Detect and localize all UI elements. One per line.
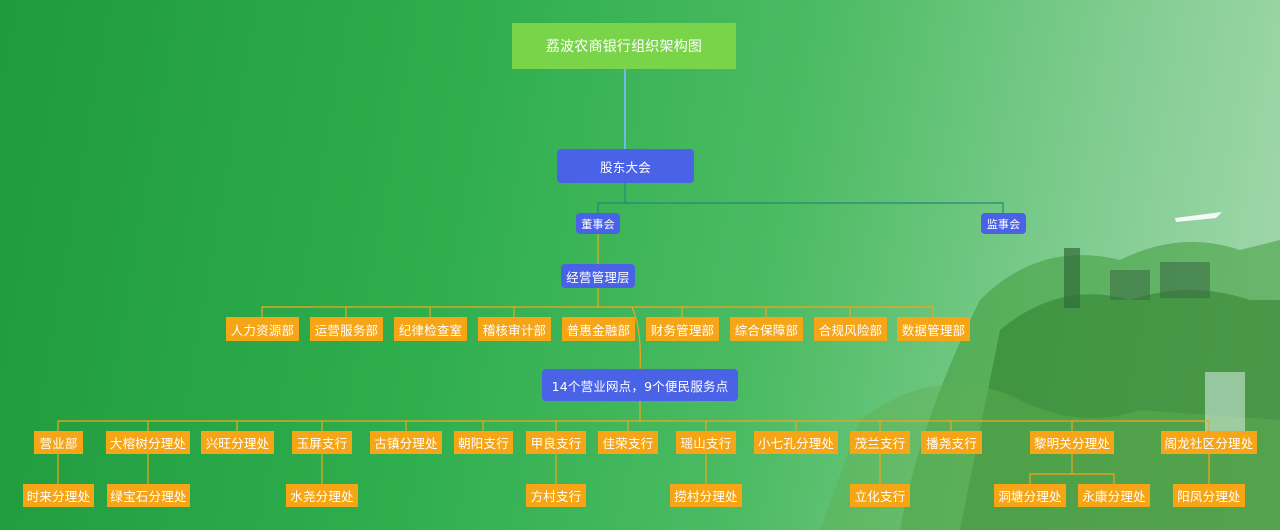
department-node: 财务管理部 [646, 317, 719, 341]
connector-line [57, 420, 1210, 431]
network-node: 14个营业网点，9个便民服务点 [542, 369, 738, 401]
management-node: 经营管理层 [561, 264, 635, 288]
sub-branch-node: 洞塘分理处 [994, 484, 1066, 507]
shareholders-node: 股东大会 [557, 149, 694, 183]
branch-node: 瑶山支行 [676, 431, 736, 454]
chart-title: 荔波农商银行组织架构图 [512, 23, 736, 69]
branch-node: 茂兰支行 [850, 431, 910, 454]
connector-line [1029, 473, 1115, 484]
branch-node: 大榕树分理处 [106, 431, 190, 454]
branch-node: 黎明关分理处 [1030, 431, 1114, 454]
branch-node: 朝阳支行 [454, 431, 513, 454]
branch-node: 佳荣支行 [598, 431, 658, 454]
department-node: 合规风险部 [814, 317, 887, 341]
department-node: 数据管理部 [897, 317, 970, 341]
sub-branch-node: 时来分理处 [23, 484, 94, 507]
sub-branch-node: 绿宝石分理处 [107, 484, 190, 507]
branch-node: 玉屏支行 [292, 431, 352, 454]
sub-branch-node: 方村支行 [526, 484, 586, 507]
department-node: 普惠金融部 [562, 317, 635, 341]
department-node: 稽核审计部 [478, 317, 551, 341]
branch-node: 古镇分理处 [370, 431, 442, 454]
connector-line [597, 202, 1004, 213]
sub-branch-node: 立化支行 [850, 484, 910, 507]
branch-node: 兴旺分理处 [201, 431, 274, 454]
department-node: 人力资源部 [226, 317, 299, 341]
sub-branch-node: 水尧分理处 [286, 484, 358, 507]
sub-branch-node: 阳凤分理处 [1173, 484, 1245, 507]
branch-node: 营业部 [34, 431, 83, 454]
department-node: 运营服务部 [310, 317, 383, 341]
supervisors-node: 监事会 [981, 213, 1026, 234]
sub-branch-node: 捞村分理处 [670, 484, 742, 507]
branch-node: 甲良支行 [526, 431, 586, 454]
department-node: 纪律检查室 [394, 317, 467, 341]
connector-line [261, 306, 934, 317]
branch-node: 小七孔分理处 [754, 431, 838, 454]
branch-node: 播尧支行 [921, 431, 982, 454]
branch-node: 阁龙社区分理处 [1161, 431, 1257, 454]
sub-branch-node: 永康分理处 [1078, 484, 1150, 507]
connector-line [631, 306, 641, 370]
board-node: 董事会 [576, 213, 620, 234]
department-node: 综合保障部 [730, 317, 803, 341]
